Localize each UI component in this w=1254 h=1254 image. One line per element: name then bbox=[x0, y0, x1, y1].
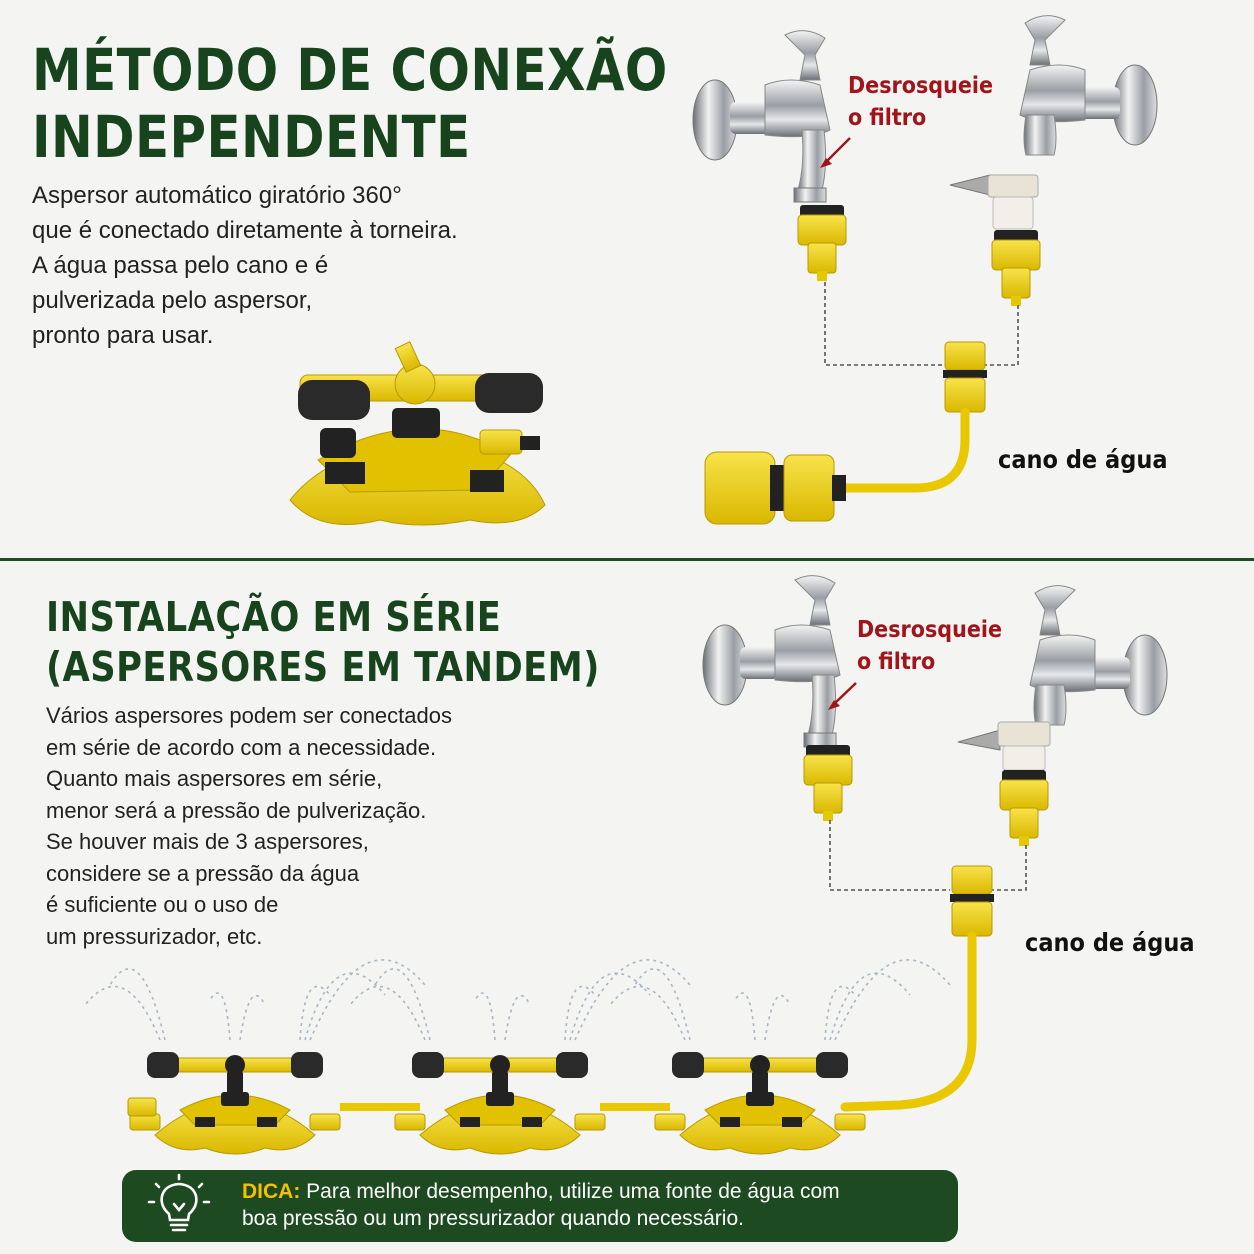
tip-label: DICA: bbox=[242, 1180, 301, 1203]
sprinkler-icon bbox=[349, 959, 691, 1155]
filter-housing bbox=[949, 174, 1039, 230]
faucet-icon bbox=[1029, 585, 1168, 726]
section2-pipe-label: cano de água bbox=[1025, 928, 1195, 957]
section2-desc-line: Quanto mais aspersores em série, bbox=[46, 766, 383, 791]
faucet-icon bbox=[702, 575, 841, 748]
section1-desc-line: Aspersor automático giratório 360° bbox=[32, 182, 402, 209]
section2-desc-line: Vários aspersores podem ser conectados bbox=[46, 703, 452, 728]
sprinkler-icon bbox=[289, 341, 546, 526]
section1-title-line2: INDEPENDENTE bbox=[32, 103, 471, 171]
sprinkler-icon bbox=[609, 959, 951, 1155]
section2-desc-line: Se houver mais de 3 aspersores, bbox=[46, 829, 369, 854]
section2-desc-line: considere se a pressão da água bbox=[46, 860, 360, 886]
section2-desc-line: um pressurizador, etc. bbox=[46, 923, 263, 949]
section1-title-line1: MÉTODO DE CONEXÃO bbox=[32, 36, 668, 104]
section1-description: Aspersor automático giratório 360° que é… bbox=[32, 178, 458, 353]
arrow-icon bbox=[828, 682, 857, 710]
tip-line1: Para melhor desempenho, utilize uma font… bbox=[300, 1180, 840, 1203]
section1-desc-line: que é conectado diretamente à torneira. bbox=[32, 217, 458, 244]
section1-callout-line1: Desrosqueie bbox=[848, 73, 994, 99]
section1-desc-line: pronto para usar. bbox=[32, 322, 214, 349]
section2-title-line1: INSTALAÇÃO EM SÉRIE bbox=[46, 593, 502, 641]
sprinkler-icon bbox=[84, 959, 426, 1155]
hose-connector bbox=[704, 451, 846, 525]
lightbulb-icon bbox=[147, 1173, 211, 1232]
tip-box: DICA: Para melhor desempenho, utilize um… bbox=[122, 1170, 958, 1242]
section1-desc-line: pulverizada pelo aspersor, bbox=[32, 287, 313, 314]
faucet-icon bbox=[1019, 15, 1158, 156]
section2-desc-line: em série de acordo com a necessidade. bbox=[46, 734, 437, 760]
arrow-icon bbox=[820, 137, 851, 168]
section2-description: Vários aspersores podem ser conectados e… bbox=[46, 700, 452, 952]
section2-callout: Desrosqueie o filtro bbox=[857, 614, 1002, 678]
filter-housing bbox=[957, 721, 1051, 771]
tip-text: DICA: Para melhor desempenho, utilize um… bbox=[242, 1178, 840, 1232]
section1-callout: Desrosqueie o filtro bbox=[848, 70, 993, 134]
tip-line2: boa pressão ou um pressurizador quando n… bbox=[242, 1207, 744, 1230]
section2-desc-line: menor será a pressão de pulverização. bbox=[46, 797, 427, 823]
section2-callout-line2: o filtro bbox=[857, 649, 936, 675]
section2-desc-line: é suficiente ou o uso de bbox=[46, 892, 279, 917]
section1-pipe-label: cano de água bbox=[998, 445, 1168, 474]
faucet-icon bbox=[692, 30, 831, 203]
section1-callout-line2: o filtro bbox=[848, 105, 927, 131]
section1-desc-line: A água passa pelo cano e é bbox=[32, 252, 329, 279]
section-divider bbox=[0, 558, 1254, 561]
section2-callout-line1: Desrosqueie bbox=[857, 617, 1003, 643]
section2-title-line2: (ASPERSORES EM TANDEM) bbox=[46, 643, 600, 691]
